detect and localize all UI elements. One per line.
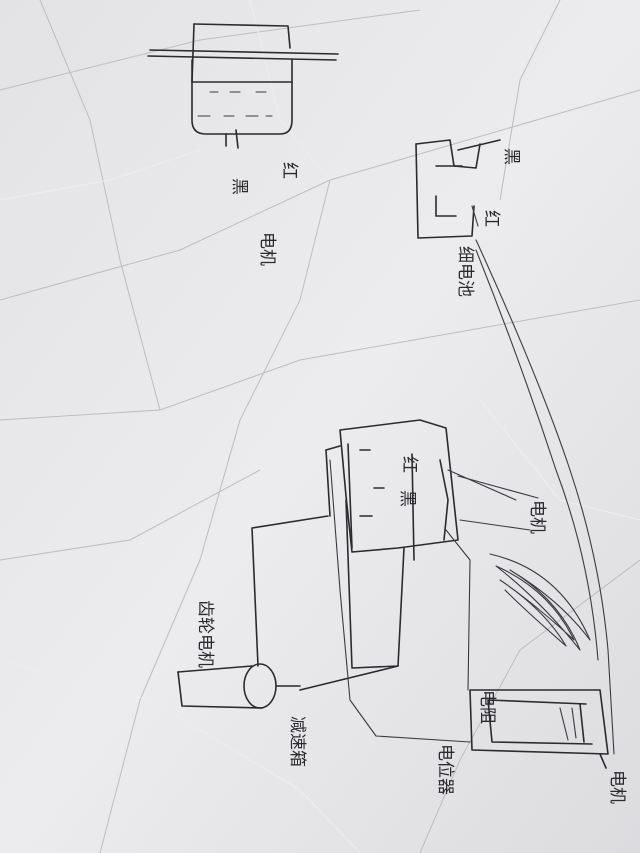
label-red-small: 红 <box>481 210 501 227</box>
label-motor-mid: 电机 <box>527 500 547 534</box>
label-motor: 电机 <box>257 232 277 266</box>
potentiometer-drawing <box>469 689 609 769</box>
label-black-cell: 黑 <box>397 490 417 507</box>
label-gear-motor: 齿轮电机 <box>195 600 215 668</box>
cylinder-drawing <box>177 663 301 709</box>
label-resistor: 电阻 <box>477 690 497 724</box>
label-motor-bottom: 电机 <box>607 770 627 804</box>
switch-drawing <box>415 139 501 239</box>
label-gear-box: 减速箱 <box>287 716 307 767</box>
wires <box>251 239 615 755</box>
label-black: 黑 <box>229 178 249 195</box>
coil-drawing <box>489 553 591 651</box>
label-red-cell: 红 <box>399 456 419 473</box>
label-pot-resistor: 电位器 <box>435 744 455 795</box>
top-motor-drawing <box>147 23 339 149</box>
label-fine-battery: 细电池 <box>455 246 475 297</box>
label-black-top: 黑 <box>501 148 521 165</box>
battery-module-drawing <box>325 419 539 561</box>
label-red: 红 <box>279 162 299 179</box>
